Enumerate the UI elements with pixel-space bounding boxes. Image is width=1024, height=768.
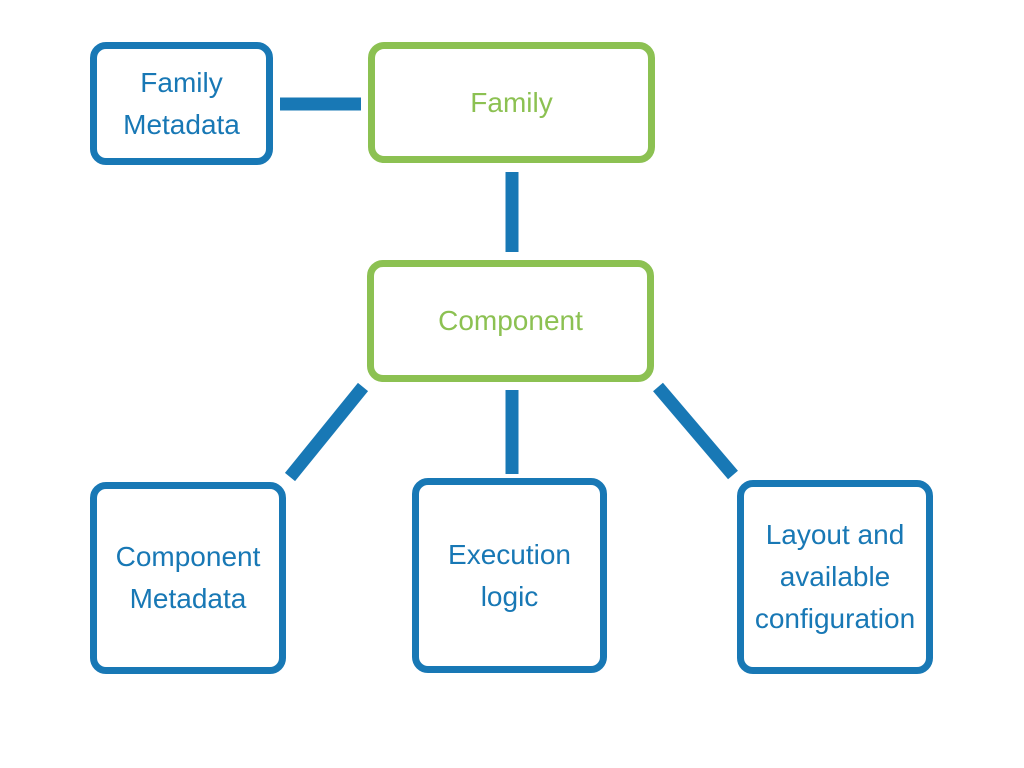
node-component-metadata: Component Metadata	[90, 482, 286, 674]
node-component-label: Component	[438, 305, 583, 336]
node-family-label: Family	[470, 86, 553, 118]
connector-component-to-layout-configuration	[653, 382, 738, 480]
node-family-metadata-label: Family Metadata	[123, 66, 240, 140]
node-family-metadata: Family Metadata	[90, 42, 273, 165]
connector-component-to-component-metadata	[284, 382, 369, 482]
node-layout-configuration-label: Layout and available configuration	[754, 519, 916, 634]
node-component: Component	[367, 260, 654, 382]
node-execution-logic: Execution logic	[412, 478, 607, 673]
node-execution-logic-label: Execution logic	[448, 538, 571, 612]
node-family: Family	[368, 42, 655, 163]
node-component-metadata-label: Component Metadata	[115, 541, 261, 614]
node-layout-configuration: Layout and available configuration	[737, 480, 933, 674]
